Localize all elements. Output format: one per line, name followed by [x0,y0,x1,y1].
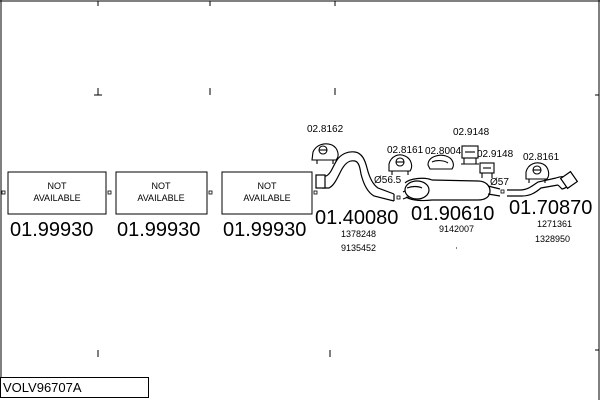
placeholder-2-code: 01.99930 [117,219,200,241]
front-pipe-drawing [315,151,395,202]
middle-silencer-ref-1: 9142007 [439,224,474,234]
placeholder-1-code: 01.99930 [10,219,93,241]
middle-silencer-drawing [402,177,501,202]
diameter-1-label: Ø56.5 [374,175,402,186]
placeholder-1-line2: AVAILABLE [33,193,80,203]
hanger-b-drawing [388,154,413,175]
rear-pipe-ref-1: 1271361 [537,219,572,229]
placeholder-2-line2: AVAILABLE [137,193,184,203]
front-pipe-code: 01.40080 [315,207,398,229]
placeholder-box-2 [115,171,213,215]
clamp-c-label: 02.9148 [477,149,514,160]
rear-pipe-drawing [507,170,579,197]
placeholder-1-line1: NOT [48,181,68,191]
clamp-b-drawing [461,145,479,165]
placeholder-3-code: 01.99930 [223,219,306,241]
middle-silencer-code: 01.90610 [411,203,494,225]
clamp-a-drawing [427,154,454,170]
hanger-c-label: 02.8161 [523,152,560,163]
front-pipe-connector [396,195,401,200]
placeholder-3-line2: AVAILABLE [243,193,290,203]
hanger-c-drawing [525,162,550,183]
clamp-c-drawing [479,162,495,178]
corner-ticks [94,0,599,357]
middle-silencer-connector [500,189,505,194]
model-code: VOLV96707A [3,380,82,395]
placeholder-2-line1: NOT [152,181,172,191]
hanger-a-label: 02.8162 [307,124,344,135]
rear-pipe-code: 01.70870 [509,197,592,219]
rear-pipe-ref-2: 1328950 [535,234,570,244]
clamp-b-label: 02.9148 [453,127,490,138]
placeholder-3-line1: NOT [258,181,278,191]
hanger-a-drawing [311,143,339,164]
model-code-box: VOLV96707A [0,377,149,398]
clamp-a-label: 02.8004 [425,146,462,157]
diameter-2-label: Ø57 [490,177,509,188]
front-pipe-ref-1: 1378248 [341,229,376,239]
placeholder-box-1 [1,171,112,215]
placeholder-box-3 [221,171,318,215]
hanger-b-label: 02.8161 [387,145,424,156]
front-pipe-ref-2: 9135452 [341,243,376,253]
